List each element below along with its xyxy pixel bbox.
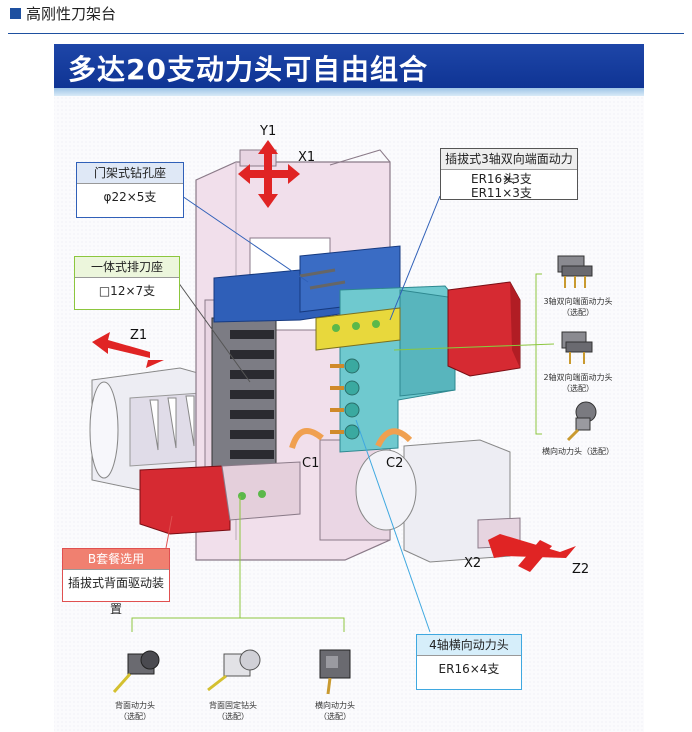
label-cross-4axis: 4轴横向动力头 ER16×4支 bbox=[416, 634, 522, 690]
plug-in-head bbox=[315, 307, 401, 351]
axis-z1: Z1 bbox=[130, 328, 148, 343]
caption-back-fixed-drill-line1: 背面固定钻头 bbox=[209, 701, 257, 710]
axis-c2: C2 bbox=[386, 456, 404, 471]
banner: 多达20支动力头可自由组合 bbox=[54, 44, 644, 88]
header-rule bbox=[8, 33, 684, 34]
c1-rotation-arrow bbox=[289, 427, 324, 449]
c2-rotation-arrow bbox=[375, 428, 413, 448]
label-gang-tool: 一体式排刀座 □12×7支 bbox=[74, 256, 180, 310]
caption-back-power-head: 背面动力头 （选配） bbox=[100, 700, 170, 722]
gang-tool-plate bbox=[211, 317, 277, 469]
option-cross-head-bottom bbox=[319, 649, 351, 695]
axis-y1: Y1 bbox=[260, 124, 277, 139]
caption-option-2axis: 2轴双向端面动力头 （选配） bbox=[538, 372, 618, 394]
red-motor-right bbox=[447, 281, 521, 377]
caption-option-cross-right-line1: 横向动力头（选配） bbox=[542, 447, 614, 456]
y1-x1-axis-arrows bbox=[238, 140, 300, 208]
label-cross-4axis-title: 4轴横向动力头 bbox=[417, 635, 521, 656]
caption-option-2axis-line1: 2轴双向端面动力头 bbox=[543, 373, 613, 382]
caption-option-3axis: 3轴双向端面动力头 （选配） bbox=[538, 296, 618, 318]
leader-options-right bbox=[393, 343, 555, 351]
caption-back-power-head-line2: （选配） bbox=[119, 712, 151, 721]
label-plugin-3axis: 插拔式3轴双向端面动力头 ER16×3支 ER11×3支 bbox=[440, 148, 578, 200]
label-gang-tool-title: 一体式排刀座 bbox=[75, 257, 179, 278]
label-gantry-drill: 门架式钻孔座 φ22×5支 bbox=[76, 162, 184, 218]
axis-c1: C1 bbox=[302, 456, 320, 471]
leader-gantry bbox=[181, 195, 309, 283]
banner-gradient-strip bbox=[54, 88, 644, 96]
caption-cross-head-bottom-line1: 横向动力头 bbox=[315, 701, 355, 710]
caption-back-fixed-drill: 背面固定钻头 （选配） bbox=[198, 700, 268, 722]
label-plugin-3axis-title: 插拔式3轴双向端面动力头 bbox=[441, 149, 577, 186]
caption-cross-head-bottom: 横向动力头 （选配） bbox=[300, 700, 370, 722]
label-gantry-drill-spec: φ22×5支 bbox=[103, 190, 157, 204]
label-set-b-title: B套餐选用 bbox=[63, 549, 169, 570]
option-2axis-head bbox=[561, 331, 593, 364]
caption-back-power-head-line1: 背面动力头 bbox=[115, 701, 155, 710]
caption-option-3axis-line1: 3轴双向端面动力头 bbox=[543, 297, 613, 306]
leader-gang bbox=[177, 281, 251, 383]
caption-option-cross-right: 横向动力头（选配） bbox=[538, 446, 618, 457]
leader-setB bbox=[165, 515, 173, 549]
axis-x2: X2 bbox=[464, 556, 482, 571]
red-motor-left bbox=[139, 461, 301, 535]
label-plugin-3axis-spec2: ER11×3支 bbox=[471, 186, 532, 200]
caption-option-3axis-line2: （选配） bbox=[562, 308, 594, 317]
leader-cross4 bbox=[355, 419, 431, 633]
caption-cross-head-bottom-line2: （选配） bbox=[319, 712, 351, 721]
gantry-drill-block bbox=[213, 245, 401, 323]
label-plugin-3axis-spec1: ER16×3支 bbox=[471, 172, 532, 186]
label-gantry-drill-title: 门架式钻孔座 bbox=[77, 163, 183, 184]
bracket-options-bottom bbox=[131, 617, 345, 632]
option-back-fixed-drill bbox=[207, 649, 261, 692]
label-set-b-spec: 插拔式背面驱动装置 bbox=[67, 576, 164, 616]
leader-plugin3 bbox=[389, 195, 441, 321]
z1-axis-arrow bbox=[92, 332, 164, 368]
option-back-power-head bbox=[112, 650, 160, 693]
caption-option-2axis-line2: （选配） bbox=[562, 384, 594, 393]
x2-z2-axis-arrows bbox=[488, 534, 576, 572]
axis-x1: X1 bbox=[298, 150, 316, 165]
label-set-b: B套餐选用 插拔式背面驱动装置 bbox=[62, 548, 170, 616]
label-cross-4axis-spec: ER16×4支 bbox=[438, 662, 500, 676]
option-cross-head-right bbox=[566, 401, 597, 442]
bracket-options-right bbox=[535, 273, 542, 435]
header-square-icon bbox=[10, 8, 21, 19]
section-title: 高刚性刀架台 bbox=[26, 5, 117, 23]
caption-back-fixed-drill-line2: （选配） bbox=[217, 712, 249, 721]
section-header: 高刚性刀架台 bbox=[0, 0, 692, 34]
axis-z2: Z2 bbox=[572, 562, 590, 577]
option-3axis-head bbox=[557, 255, 593, 288]
banner-title: 多达20支动力头可自由组合 bbox=[68, 53, 428, 86]
label-gang-tool-spec: □12×7支 bbox=[98, 284, 156, 298]
